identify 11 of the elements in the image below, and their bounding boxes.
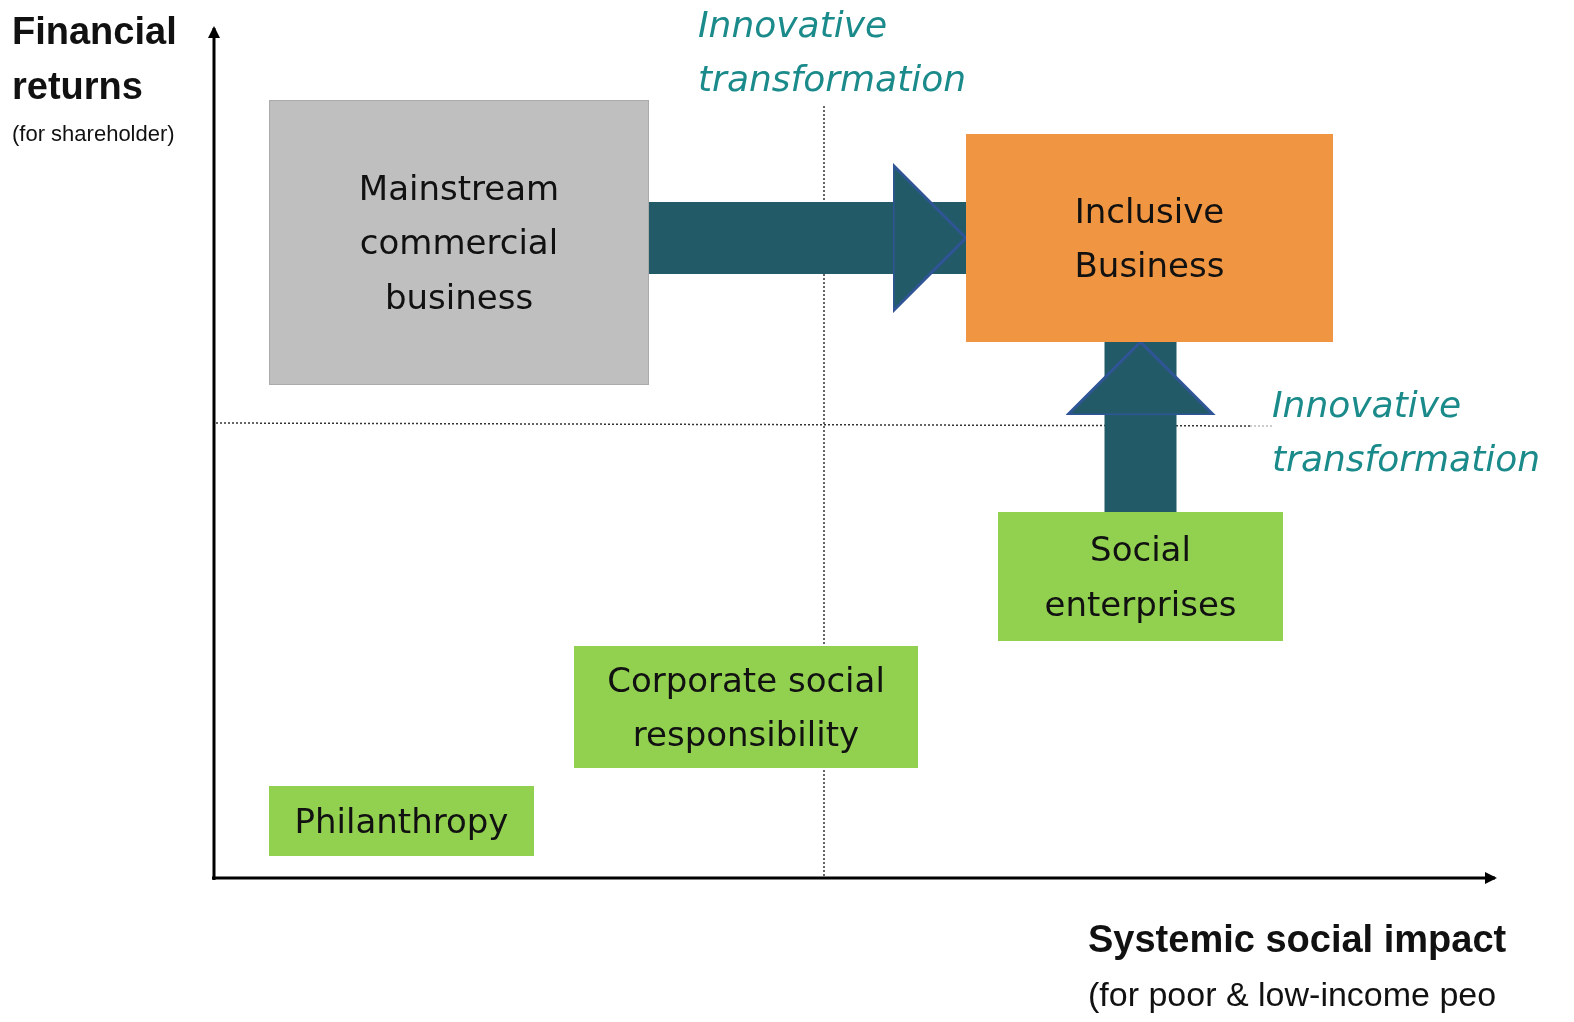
block-arrow [1066, 340, 1215, 512]
axis-subtitle: (for poor & low-income peo [1088, 975, 1497, 1014]
category-box: Philanthropy [269, 786, 534, 856]
category-box: Mainstream commercial business [269, 100, 649, 385]
category-box: Inclusive Business [966, 134, 1333, 342]
block-arrow [649, 163, 968, 313]
axis-subtitle: (for shareholder) [12, 120, 176, 148]
axis-title: Systemic social impact [1088, 918, 1507, 961]
axis-title: Financial returns [12, 9, 178, 110]
category-box: Corporate social responsibility [574, 646, 918, 768]
category-box: Social enterprises [998, 512, 1283, 641]
